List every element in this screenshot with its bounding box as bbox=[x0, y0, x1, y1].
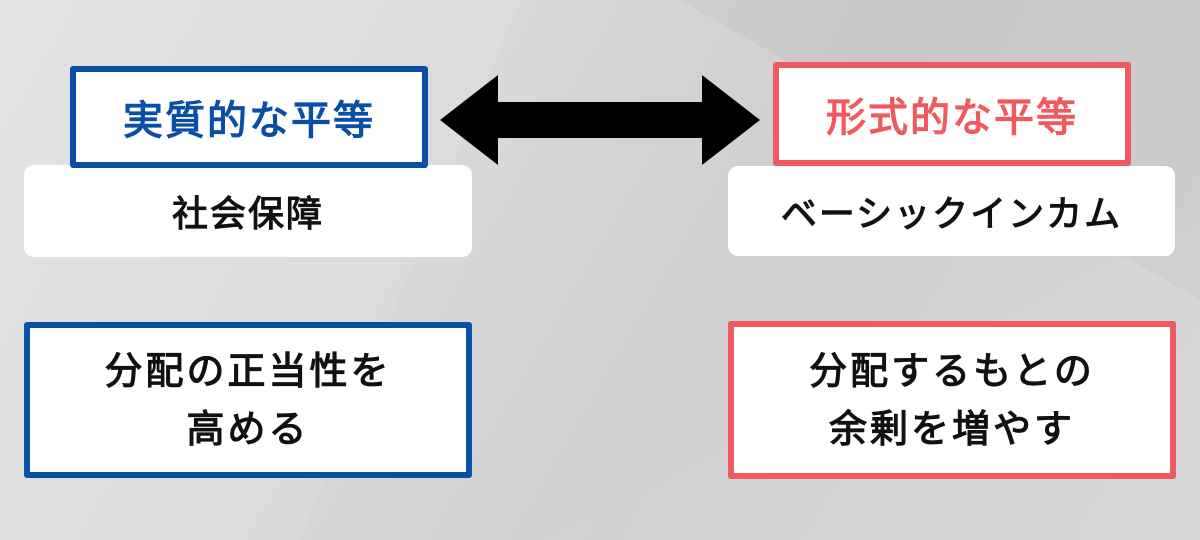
left-description-line-2: 高める bbox=[186, 407, 310, 451]
double-headed-arrow-icon bbox=[440, 75, 760, 165]
left-description-box: 分配の正当性を 高める bbox=[24, 322, 472, 478]
left-label-box: 社会保障 bbox=[24, 165, 472, 257]
right-label-box: ベーシックインカム bbox=[728, 166, 1175, 256]
right-title-box: 形式的な平等 bbox=[773, 62, 1131, 166]
arrow-shape bbox=[440, 75, 760, 165]
right-description-line-1: 分配するもとの bbox=[809, 349, 1095, 393]
right-description-line-2: 余剰を増やす bbox=[828, 407, 1075, 451]
right-description-box: 分配するもとの 余剰を増やす bbox=[728, 321, 1176, 479]
left-title-box: 実質的な平等 bbox=[70, 66, 428, 168]
left-description-line-1: 分配の正当性を bbox=[104, 349, 392, 393]
